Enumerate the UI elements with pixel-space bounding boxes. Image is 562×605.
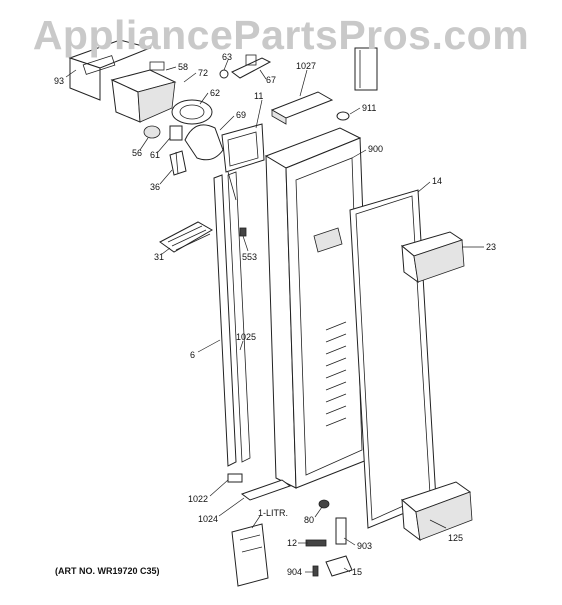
bracket-part-67	[231, 54, 272, 79]
callout-label-61: 61	[150, 150, 161, 160]
callout-label-62: 62	[210, 88, 221, 98]
bracket-part-1024	[240, 479, 292, 501]
callout-label-69: 69	[236, 110, 247, 120]
dispenser-cover-part-31	[159, 221, 214, 253]
door-bin-part-23	[400, 231, 465, 284]
cap-part-1027	[270, 91, 334, 125]
callout-label-904: 904	[287, 567, 303, 577]
callout-label-903: 903	[357, 541, 373, 551]
callout-label-93: 93	[54, 76, 65, 86]
callout-label-72: 72	[198, 68, 209, 78]
auger-housing-part-62	[171, 99, 213, 125]
callout-label-63: 63	[222, 52, 233, 62]
callout-label-1-litr: 1-LITR.	[258, 508, 289, 518]
dispenser-motor-assembly	[110, 61, 177, 123]
callout-label-1022: 1022	[188, 494, 209, 504]
leader-lines	[65, 59, 484, 573]
trim-strip-part-6	[213, 174, 237, 467]
callout-label-553: 553	[242, 252, 258, 262]
dispenser-frame-part-11	[221, 123, 265, 201]
hinge-part-top	[354, 47, 378, 91]
callout-label-6: 6	[190, 350, 196, 360]
callout-label-23: 23	[486, 242, 497, 252]
callout-label-911: 911	[362, 103, 377, 113]
bracket-part-1022	[227, 473, 243, 483]
callout-label-1025: 1025	[236, 332, 257, 342]
clip-part-12	[305, 539, 327, 547]
callout-label-58: 58	[178, 62, 189, 72]
callout-label-11: 11	[254, 91, 264, 101]
knob-part-80	[318, 499, 330, 509]
clip-part-63	[219, 69, 229, 79]
callout-label-36: 36	[150, 182, 161, 192]
art-number-label: (ART NO. WR19720 C35)	[55, 566, 160, 576]
plug-part-911	[336, 111, 350, 121]
door-vent-slots	[325, 321, 347, 427]
callout-label-80: 80	[304, 515, 315, 525]
literature-part-1-litr	[231, 523, 269, 587]
trim-strip-part-1025	[227, 171, 251, 463]
actuator-part-36	[169, 150, 187, 176]
callout-label-31: 31	[154, 252, 165, 262]
callout-label-12: 12	[287, 538, 298, 548]
hinge-part-15	[325, 555, 353, 577]
housing-part-69	[184, 124, 224, 161]
door-bin-part-125	[401, 481, 473, 542]
control-panel-part-93	[68, 39, 152, 101]
callout-label-900: 900	[368, 144, 384, 154]
door-part-900	[264, 127, 373, 489]
screw-part-904	[312, 565, 319, 577]
screw-part-553	[239, 227, 247, 237]
callout-label-14: 14	[432, 176, 443, 186]
callout-label-56: 56	[132, 148, 143, 158]
bulb-part-56	[143, 125, 161, 139]
tube-part-903	[335, 517, 347, 545]
switch-part-61	[169, 125, 183, 141]
callout-label-15: 15	[352, 567, 363, 577]
callout-label-67: 67	[266, 75, 277, 85]
callout-label-125: 125	[448, 533, 464, 543]
callout-label-1024: 1024	[198, 514, 219, 524]
callout-label-1027: 1027	[296, 61, 317, 71]
